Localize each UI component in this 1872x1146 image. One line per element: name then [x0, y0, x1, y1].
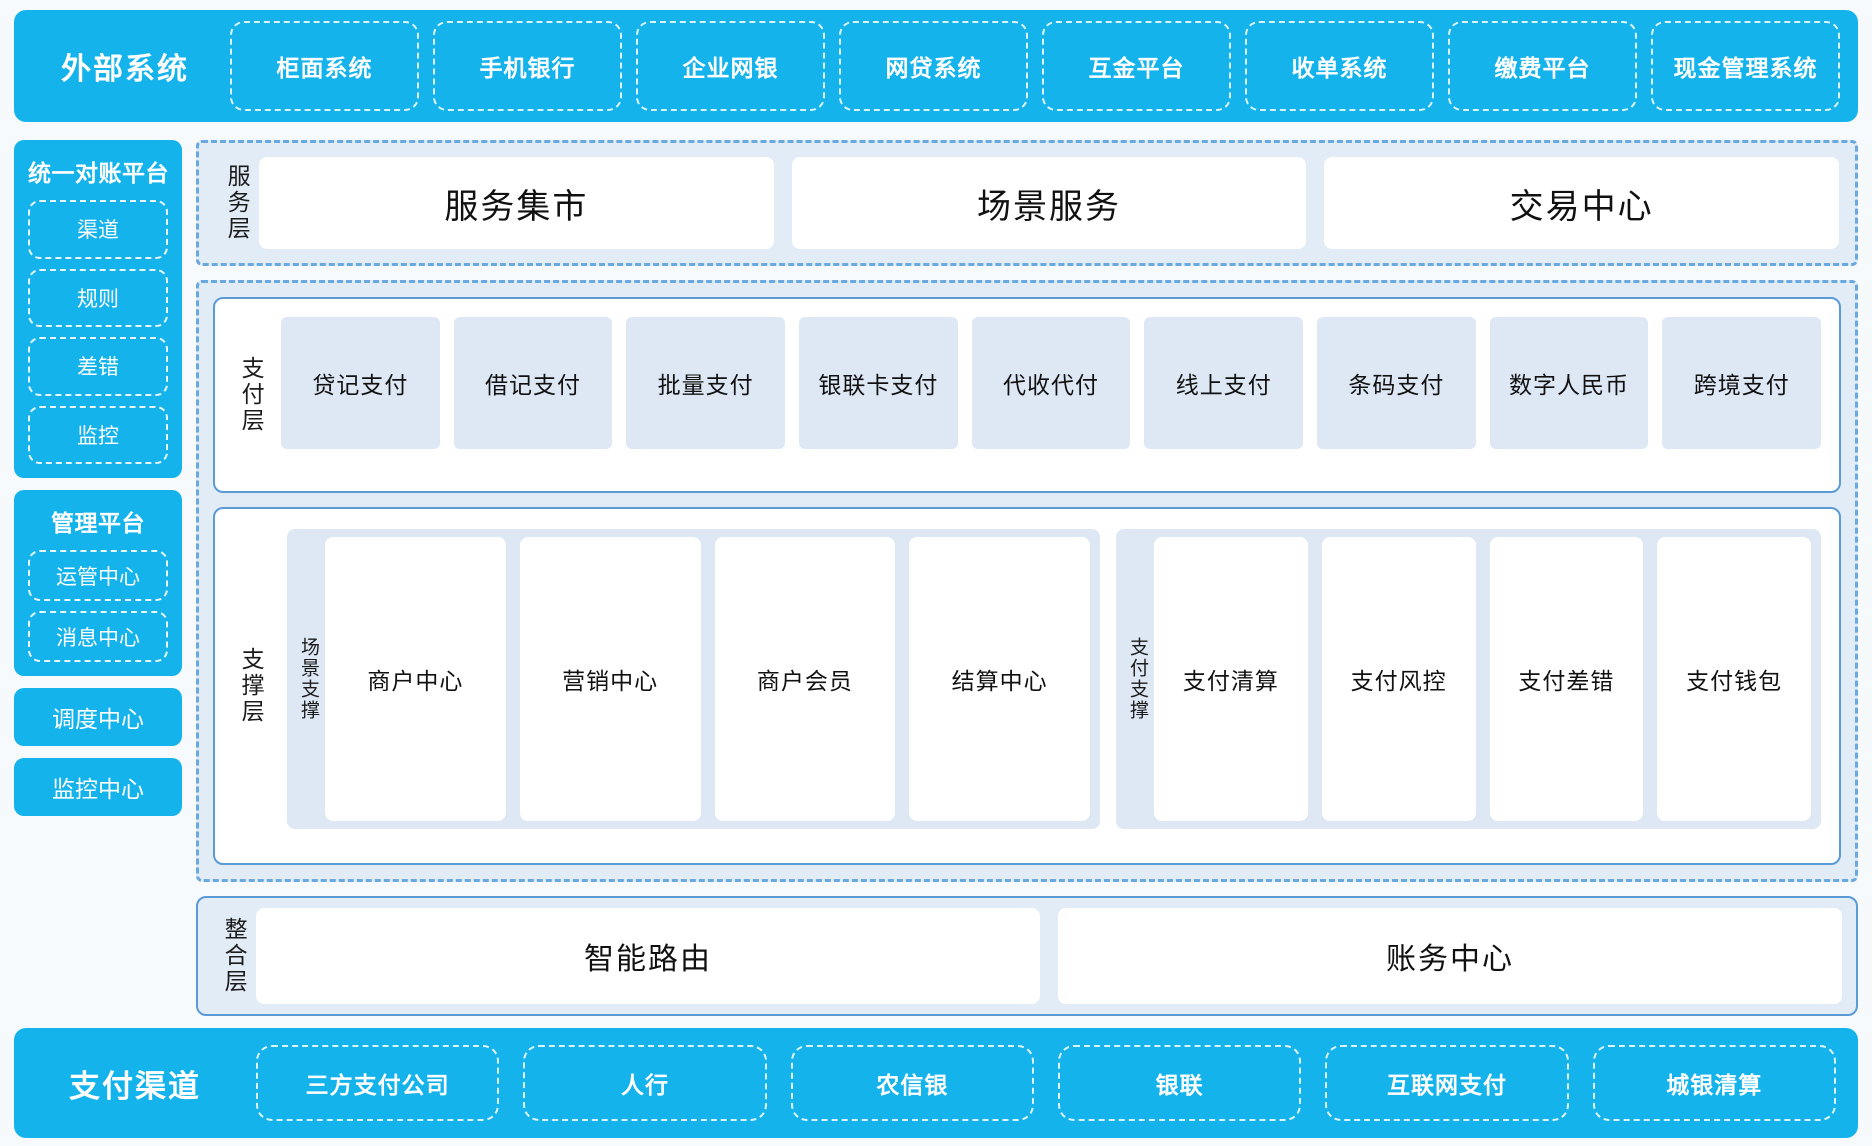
payment-cell-credit[interactable]: 贷记支付	[281, 317, 440, 449]
service-layer-card-list: 服务集市 场景服务 交易中心	[259, 157, 1840, 249]
external-system-chip[interactable]: 企业网银	[636, 21, 825, 111]
payment-channels-bar: 支付渠道 三方支付公司 人行 农信银 银联 互联网支付 城银清算	[14, 1028, 1858, 1138]
sidebar-item-dispatch-center[interactable]: 调度中心	[14, 688, 182, 746]
external-systems-bar: 外部系统 柜面系统 手机银行 企业网银 网贷系统 互金平台 收单系统 缴费平台 …	[14, 10, 1858, 122]
payment-channels-chip-list: 三方支付公司 人行 农信银 银联 互联网支付 城银清算	[250, 1028, 1836, 1138]
payment-layer-row: 支付层 贷记支付 借记支付 批量支付 银联卡支付 代收代付 线上支付 条码支付 …	[229, 311, 1825, 479]
payment-support-block: 支付支撑 支付清算 支付风控 支付差错 支付钱包	[1116, 529, 1821, 829]
support-card-payment-wallet[interactable]: 支付钱包	[1657, 537, 1812, 821]
payment-channel-chip[interactable]: 农信银	[790, 1045, 1034, 1121]
payment-cell-cross-border[interactable]: 跨境支付	[1662, 317, 1822, 449]
external-system-chip[interactable]: 手机银行	[433, 21, 622, 111]
payment-cell-barcode[interactable]: 条码支付	[1317, 317, 1476, 449]
service-layer-row: 服务层 服务集市 场景服务 交易中心	[215, 157, 1840, 249]
payment-channel-chip[interactable]: 人行	[523, 1045, 767, 1121]
support-card-merchant-member[interactable]: 商户会员	[714, 537, 896, 821]
payment-channel-chip[interactable]: 银联	[1057, 1045, 1302, 1121]
middle-region: 统一对账平台 渠道 规则 差错 监控 管理平台 运管中心 消息中心 调度中心 监…	[14, 140, 1858, 1016]
support-card-payment-error[interactable]: 支付差错	[1489, 537, 1644, 821]
reconcile-item-channel[interactable]: 渠道	[28, 200, 168, 259]
integration-layer-label: 整合层	[221, 917, 248, 995]
reconcile-platform-panel: 统一对账平台 渠道 规则 差错 监控	[14, 140, 182, 478]
service-card-scene[interactable]: 场景服务	[791, 157, 1307, 249]
payment-support-label: 支付支撑	[1126, 637, 1148, 721]
external-system-chip[interactable]: 收单系统	[1245, 21, 1434, 111]
reconcile-platform-title: 统一对账平台	[28, 160, 169, 186]
payment-support-card-list: 支付清算 支付风控 支付差错 支付钱包	[1154, 537, 1812, 821]
support-card-merchant-center[interactable]: 商户中心	[325, 537, 506, 821]
integration-card-accounting-center[interactable]: 账务中心	[1058, 908, 1842, 1004]
integration-layer-card-list: 智能路由 账务中心	[256, 908, 1842, 1004]
payment-layer-panel: 支付层 贷记支付 借记支付 批量支付 银联卡支付 代收代付 线上支付 条码支付 …	[213, 297, 1841, 493]
left-sidebar: 统一对账平台 渠道 规则 差错 监控 管理平台 运管中心 消息中心 调度中心 监…	[14, 140, 182, 1016]
support-card-settlement-center[interactable]: 结算中心	[909, 537, 1090, 821]
scene-support-card-list: 商户中心 营销中心 商户会员 结算中心	[325, 537, 1090, 821]
external-systems-chip-list: 柜面系统 手机银行 企业网银 网贷系统 互金平台 收单系统 缴费平台 现金管理系…	[230, 10, 1840, 122]
payment-layer-cell-list: 贷记支付 借记支付 批量支付 银联卡支付 代收代付 线上支付 条码支付 数字人民…	[273, 311, 1825, 479]
support-layer-group-list: 场景支撑 商户中心 营销中心 商户会员 结算中心 支付支撑	[283, 521, 1825, 851]
support-card-marketing-center[interactable]: 营销中心	[519, 537, 701, 821]
integration-card-smart-routing[interactable]: 智能路由	[256, 908, 1040, 1004]
external-system-chip[interactable]: 柜面系统	[230, 21, 419, 111]
external-system-chip[interactable]: 网贷系统	[839, 21, 1028, 111]
reconcile-item-rule[interactable]: 规则	[28, 268, 168, 327]
payment-cell-batch[interactable]: 批量支付	[626, 317, 786, 449]
external-systems-title: 外部系统	[61, 53, 189, 86]
support-card-payment-clearing[interactable]: 支付清算	[1154, 537, 1308, 821]
external-system-chip[interactable]: 缴费平台	[1448, 21, 1637, 111]
payment-cell-debit[interactable]: 借记支付	[453, 317, 613, 449]
payment-layer-label: 支付层	[238, 356, 265, 434]
support-layer-label: 支撑层	[238, 647, 265, 725]
manage-platform-title: 管理平台	[51, 510, 145, 536]
support-layer-row: 支撑层 场景支撑 商户中心 营销中心 商户会员 结算中心	[229, 521, 1825, 851]
scene-support-label: 场景支撑	[297, 637, 319, 721]
manage-platform-panel: 管理平台 运管中心 消息中心	[14, 490, 182, 676]
layers-stack: 服务层 服务集市 场景服务 交易中心 支付层 贷记支付	[196, 140, 1858, 1016]
payment-cell-unionpay-card[interactable]: 银联卡支付	[799, 317, 958, 449]
support-card-payment-riskcontrol[interactable]: 支付风控	[1321, 537, 1476, 821]
sidebar-item-monitor-center[interactable]: 监控中心	[14, 758, 182, 816]
integration-layer-row: 整合层 智能路由 账务中心	[212, 908, 1842, 1004]
scene-support-block: 场景支撑 商户中心 营销中心 商户会员 结算中心	[287, 529, 1101, 829]
core-layers-group: 支付层 贷记支付 借记支付 批量支付 银联卡支付 代收代付 线上支付 条码支付 …	[196, 280, 1858, 882]
support-layer-panel: 支撑层 场景支撑 商户中心 营销中心 商户会员 结算中心	[213, 507, 1841, 865]
payment-cell-collection-payment[interactable]: 代收代付	[971, 317, 1131, 449]
payment-cell-online[interactable]: 线上支付	[1144, 317, 1304, 449]
reconcile-item-error[interactable]: 差错	[28, 337, 168, 396]
service-card-market[interactable]: 服务集市	[259, 157, 774, 249]
manage-item-operations-center[interactable]: 运管中心	[28, 550, 168, 601]
external-system-chip[interactable]: 互金平台	[1042, 21, 1231, 111]
payment-channel-chip[interactable]: 互联网支付	[1325, 1045, 1569, 1121]
payment-channels-title: 支付渠道	[69, 1068, 201, 1104]
integration-layer-group: 整合层 智能路由 账务中心	[196, 896, 1858, 1016]
manage-item-message-center[interactable]: 消息中心	[28, 611, 168, 662]
external-system-chip[interactable]: 现金管理系统	[1651, 21, 1840, 111]
payment-channel-chip[interactable]: 城银清算	[1592, 1045, 1836, 1121]
service-layer-group: 服务层 服务集市 场景服务 交易中心	[196, 140, 1858, 266]
payment-cell-digital-rmb[interactable]: 数字人民币	[1489, 317, 1649, 449]
service-card-transaction[interactable]: 交易中心	[1324, 157, 1840, 249]
payment-channel-chip[interactable]: 三方支付公司	[256, 1045, 500, 1121]
service-layer-label: 服务层	[224, 164, 251, 242]
reconcile-item-monitor[interactable]: 监控	[28, 405, 168, 464]
